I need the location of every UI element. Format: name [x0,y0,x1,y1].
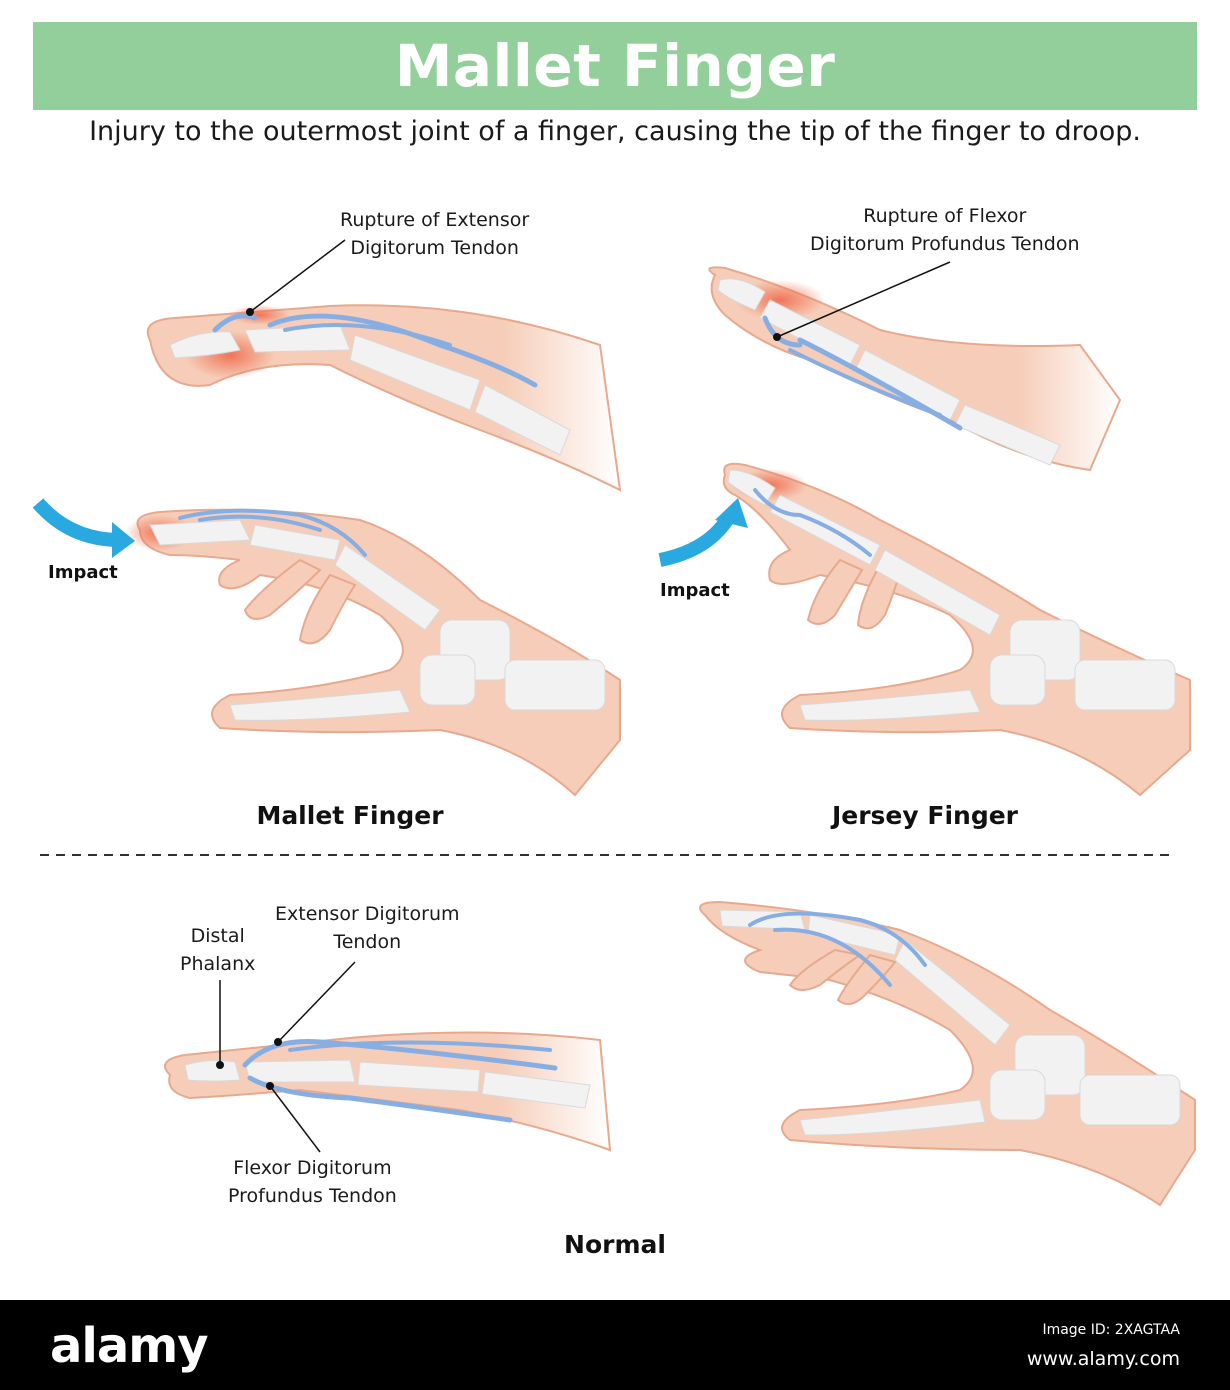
jersey-finger-hand [658,462,1191,797]
jersey-finger-closeup [708,261,1122,472]
caption-jersey-finger: Jersey Finger [831,801,1019,830]
footer-site: www.alamy.com [1026,1348,1180,1370]
caption-mallet-finger: Mallet Finger [256,801,444,830]
footer-image-id: Image ID: 2XAGTAA [1042,1322,1180,1338]
label-extensor-tendon: Extensor Digitorum Tendon [275,903,460,953]
page-title: Mallet Finger [394,32,836,100]
label-rupture-extensor: Rupture of Extensor Digitorum Tendon [340,209,530,259]
footer-bar: alamy Image ID: 2XAGTAA www.alamy.com [0,1300,1230,1390]
label-impact-right: Impact [660,580,730,601]
illustration [32,239,1196,1207]
title-banner: Mallet Finger [33,22,1197,110]
label-distal-phalanx: Distal Phalanx [180,925,256,975]
normal-finger-closeup [164,961,612,1153]
caption-normal: Normal [564,1230,666,1259]
mallet-finger-hand [32,498,621,797]
label-impact-left: Impact [48,562,118,583]
footer-logo: alamy [50,1318,209,1374]
label-flexor-tendon: Flexor Digitorum Profundus Tendon [228,1157,397,1207]
mallet-finger-closeup [146,239,622,492]
subtitle: Injury to the outermost joint of a finge… [89,116,1141,147]
normal-finger-hand [699,900,1196,1207]
label-rupture-flexor: Rupture of Flexor Digitorum Profundus Te… [810,205,1080,255]
